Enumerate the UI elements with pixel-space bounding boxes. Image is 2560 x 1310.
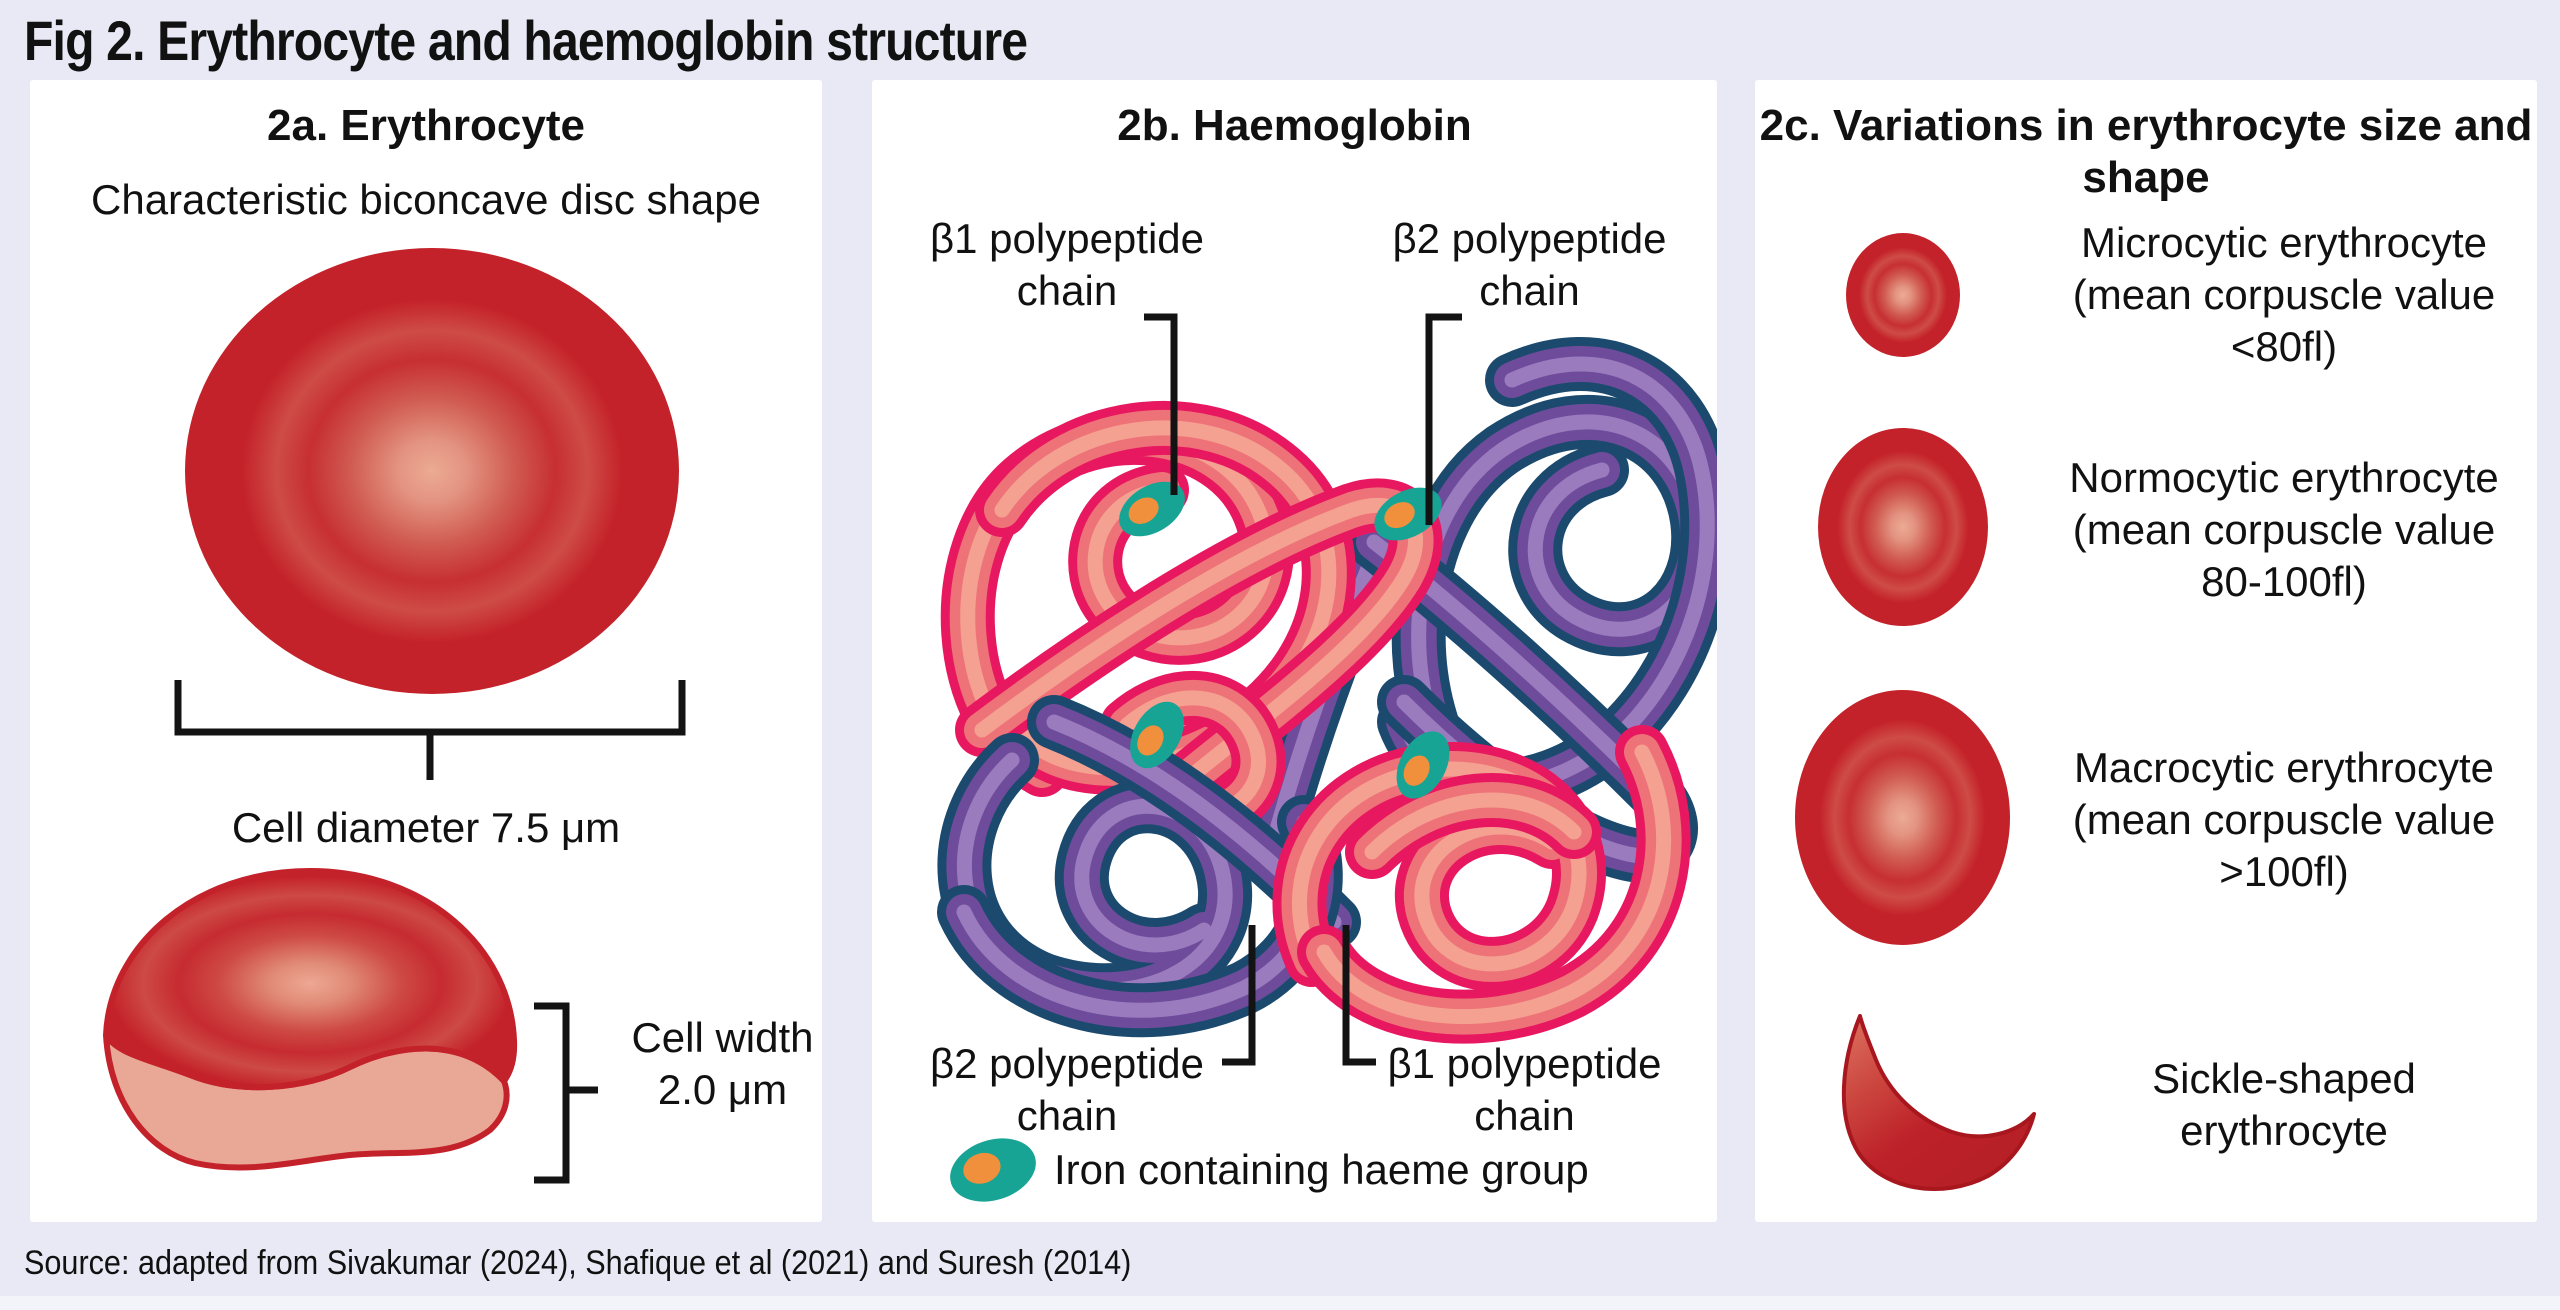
- sickle-cell-illustration: [1841, 1014, 2036, 1191]
- label-beta1-polypeptide-top: β1 polypeptide chain: [929, 215, 1205, 314]
- beta1-chain-lower: [1299, 752, 1663, 1017]
- haeme-legend-label: Iron containing haeme group: [1054, 1146, 1589, 1193]
- haeme-icon: [1119, 481, 1185, 537]
- panel-2c-title: 2c. Variations in erythrocyte size and s…: [1759, 101, 2533, 202]
- panel-haemoglobin: 2b. Haemoglobin: [872, 80, 1717, 1222]
- sickle-label: Sickle-shaped erythrocyte: [2152, 1055, 2416, 1154]
- source-attribution: Source: adapted from Sivakumar (2024), S…: [24, 1244, 1132, 1282]
- microcytic-cell-illustration: [1846, 233, 1960, 357]
- cell-diameter-label: Cell diameter 7.5 μm: [231, 804, 621, 851]
- panel-2a-subtitle: Characteristic biconcave disc shape: [91, 176, 761, 223]
- cell-width-label: Cell width 2.0 μm: [631, 1014, 814, 1113]
- diameter-bracket: [174, 680, 686, 780]
- bottom-strip: [0, 1296, 2560, 1310]
- label-beta2-polypeptide-bottom: β2 polypeptide chain: [929, 1040, 1205, 1139]
- haeme-icon: [1374, 487, 1442, 541]
- microcytic-label: Microcytic erythrocyte (mean corpuscle v…: [2072, 219, 2496, 370]
- panel-erythrocyte: 2a. Erythrocyte Characteristic biconcave…: [30, 80, 822, 1222]
- panel-variations: 2c. Variations in erythrocyte size and s…: [1755, 80, 2537, 1222]
- width-bracket: [534, 1002, 598, 1184]
- label-beta1-polypeptide-bottom: β1 polypeptide chain: [1387, 1040, 1662, 1139]
- label-beta2-polypeptide-top: β2 polypeptide chain: [1392, 215, 1667, 314]
- macrocytic-cell-illustration: [1795, 690, 2010, 945]
- haeme-icon: [1396, 731, 1450, 799]
- figure-title: Fig 2. Erythrocyte and haemoglobin struc…: [24, 9, 1028, 72]
- macrocytic-label: Macrocytic erythrocyte (mean corpuscle v…: [2072, 744, 2496, 895]
- haeme-group-icons: [1119, 481, 1450, 799]
- normocytic-label: Normocytic erythrocyte (mean corpuscle v…: [2069, 454, 2499, 605]
- panel-2a-title: 2a. Erythrocyte: [267, 101, 585, 150]
- panel-2b-title: 2b. Haemoglobin: [1117, 101, 1472, 150]
- dome-body: [102, 867, 518, 1091]
- haeme-icon: [1130, 701, 1184, 769]
- erythrocyte-disc-illustration: [185, 248, 679, 694]
- erythrocyte-cross-section-illustration: [102, 867, 518, 1171]
- normocytic-cell-illustration: [1818, 428, 1988, 626]
- haemoglobin-illustration: [872, 80, 1717, 1222]
